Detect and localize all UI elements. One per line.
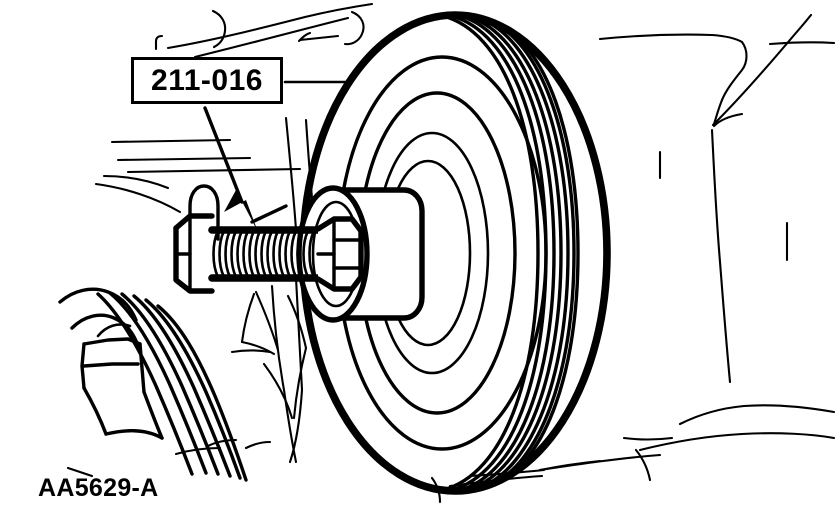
engine-block-outline <box>66 2 835 504</box>
pulley-retaining-bolt <box>173 184 364 294</box>
lower-accessory-pulley <box>58 287 248 482</box>
part-number-callout-box: 211-016 <box>131 57 283 104</box>
mounting-bracket-outline <box>230 116 314 464</box>
figure-caption: AA5629-A <box>38 474 159 502</box>
callout-leader <box>203 106 288 232</box>
leader-arrowhead <box>224 190 258 232</box>
bolt-thread-lines <box>212 229 316 279</box>
pulley-belt-grooves <box>441 14 580 492</box>
part-number-label: 211-016 <box>151 63 263 97</box>
